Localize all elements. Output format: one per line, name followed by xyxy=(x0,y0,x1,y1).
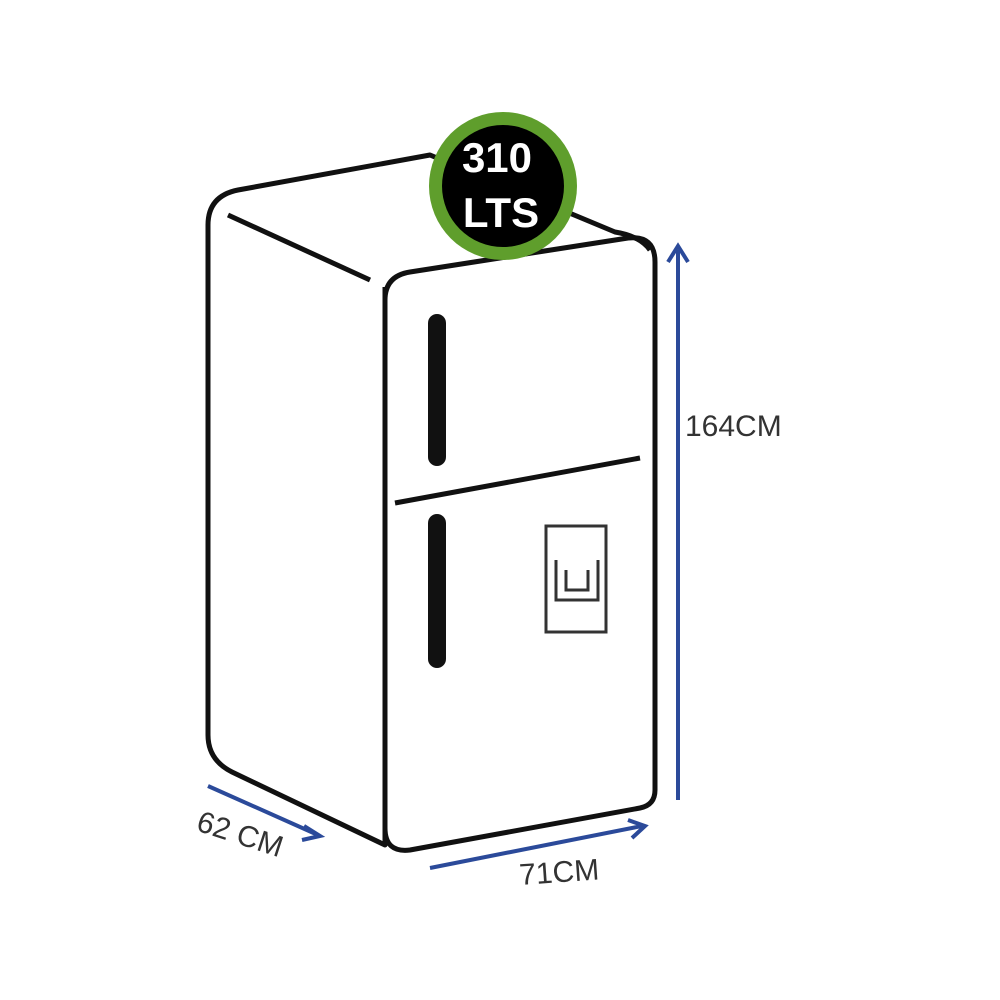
capacity-value: 310 xyxy=(462,134,532,181)
door-divider xyxy=(394,455,641,506)
depth-arrowhead-icon xyxy=(301,824,326,842)
water-dispenser-icon xyxy=(544,524,608,634)
height-label: 164CM xyxy=(685,410,782,443)
fridge-body-side xyxy=(205,152,653,848)
depth-arrow xyxy=(207,784,319,837)
height-arrowhead-icon xyxy=(666,242,690,264)
top-edge-line xyxy=(226,212,372,283)
width-label: 71CM xyxy=(518,853,600,892)
capacity-unit: LTS xyxy=(463,189,539,236)
width-arrow xyxy=(429,824,643,870)
fridge-front-panel xyxy=(382,235,658,853)
dimension-arrows xyxy=(207,242,690,870)
upper-door-handle xyxy=(428,314,446,466)
lower-door-handle xyxy=(428,514,446,668)
capacity-badge: 310 LTS xyxy=(429,112,577,260)
fridge-outline xyxy=(205,152,658,853)
width-arrowhead-icon xyxy=(627,818,649,840)
